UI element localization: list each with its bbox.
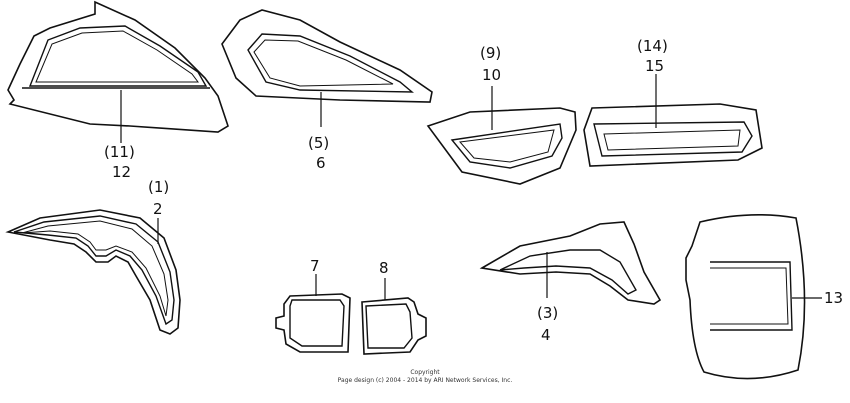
seat-cowl-panel (685, 214, 806, 380)
emblem-plate-right (361, 297, 427, 355)
callout-8: 8 (379, 259, 389, 277)
side-cover-right (583, 103, 763, 167)
callout-4: 4 (541, 326, 551, 344)
copyright-line-1: Copyright (410, 369, 440, 376)
callout-7: 7 (310, 257, 320, 275)
callout-3: (3) (537, 304, 558, 322)
callout-9: (9) (480, 44, 501, 62)
tank-panel-left (7, 0, 229, 133)
callout-11: (11) (104, 143, 135, 161)
callout-10: 10 (482, 66, 501, 84)
callout-14: (14) (637, 37, 668, 55)
front-fender (5, 209, 181, 335)
callout-5: (5) (308, 134, 329, 152)
callout-6: 6 (316, 154, 326, 172)
copyright-line-2: Page design (c) 2004 - 2014 by ARI Netwo… (338, 377, 513, 384)
rear-fender (479, 221, 662, 305)
callout-13: 13 (824, 289, 843, 307)
emblem-plate-left (275, 293, 351, 353)
callout-15: 15 (645, 57, 664, 75)
callout-12: 12 (112, 163, 131, 181)
callout-2: 2 (153, 200, 163, 218)
tank-panel-center (221, 9, 433, 103)
callout-1: (1) (148, 178, 169, 196)
side-cover-left (426, 107, 577, 185)
